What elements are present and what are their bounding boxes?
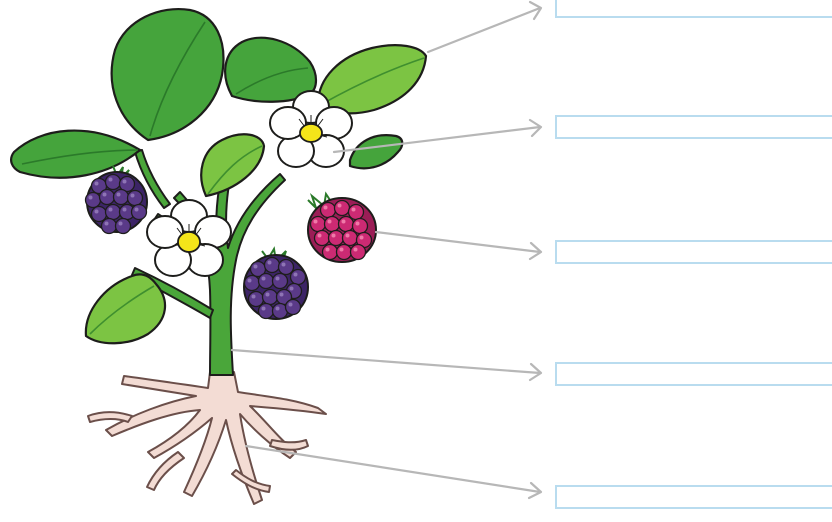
berry-bottom — [244, 249, 308, 319]
arrow-root — [246, 446, 541, 498]
label-box-flower[interactable] — [555, 115, 832, 139]
arrow-flower — [334, 120, 541, 152]
berry-pink — [308, 194, 376, 262]
arrow-leaf — [428, 2, 541, 52]
arrow-fruit — [376, 232, 541, 259]
label-box-root[interactable] — [555, 485, 832, 509]
label-box-fruit[interactable] — [555, 240, 832, 264]
arrow-stem — [232, 350, 541, 380]
label-box-stem[interactable] — [555, 362, 832, 386]
berry-left — [86, 166, 148, 234]
label-box-leaf[interactable] — [555, 0, 832, 18]
roots — [88, 372, 326, 504]
